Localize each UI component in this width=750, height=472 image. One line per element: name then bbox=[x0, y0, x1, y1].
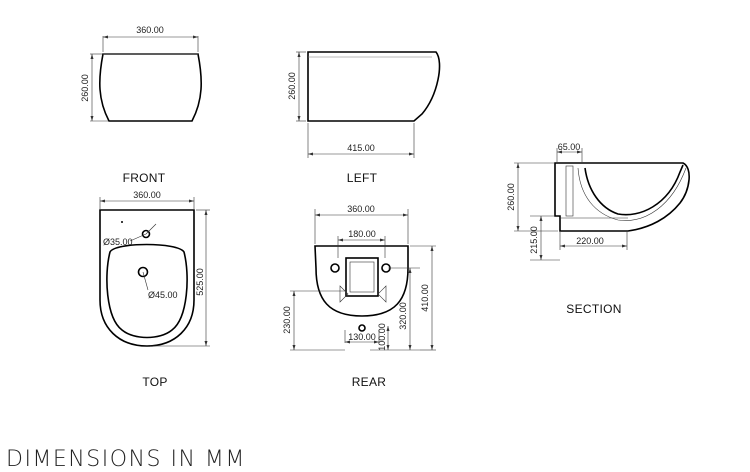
rear-label: REAR bbox=[352, 375, 387, 389]
section-top-dim: 65.00 bbox=[558, 142, 581, 152]
section-height-dim: 260.00 bbox=[506, 183, 516, 211]
rear-width-dim: 360.00 bbox=[347, 204, 375, 214]
rear-h230-dim: 230.00 bbox=[282, 306, 292, 334]
drain-hole bbox=[137, 266, 149, 278]
section-outline bbox=[554, 162, 690, 232]
top-length-dim: 525.00 bbox=[195, 268, 205, 296]
top-width-dim: 360.00 bbox=[133, 190, 161, 200]
front-view: 360.00 260.00 FRONT bbox=[80, 25, 202, 185]
top-outline bbox=[99, 209, 195, 347]
tap-hole bbox=[141, 229, 151, 239]
left-outline bbox=[307, 51, 441, 122]
rear-h100-dim: 100.00 bbox=[377, 323, 387, 351]
top-view: Ø35.00 Ø45.00 360.00 525.00 TOP bbox=[99, 190, 210, 389]
section-lower-dim: 215.00 bbox=[529, 226, 539, 254]
front-label: FRONT bbox=[123, 171, 166, 185]
rear-h410-dim: 410.00 bbox=[420, 284, 430, 312]
front-outline bbox=[99, 53, 202, 122]
section-bowl bbox=[584, 164, 684, 216]
section-label: SECTION bbox=[566, 302, 621, 316]
left-width-dim: 415.00 bbox=[347, 143, 375, 153]
top-label: TOP bbox=[142, 375, 167, 389]
rear-view: 360.00 180.00 130.00 230.00 320.00 bbox=[282, 204, 436, 389]
top-bowl-rim bbox=[106, 243, 188, 339]
dimensions-footer: DIMENSIONS IN MM bbox=[6, 447, 246, 472]
section-view: 65.00 260.00 215.00 220.00 SECTION bbox=[506, 142, 690, 316]
left-label: LEFT bbox=[347, 171, 378, 185]
rear-inner-dim: 130.00 bbox=[348, 332, 376, 342]
front-height-dim: 260.00 bbox=[80, 74, 90, 102]
rear-outline bbox=[314, 245, 409, 317]
tap-hole-dim: Ø35.00 bbox=[103, 237, 133, 247]
rear-bracket bbox=[345, 257, 379, 297]
drain-hole-dim: Ø45.00 bbox=[148, 290, 178, 300]
left-view: 260.00 415.00 LEFT bbox=[287, 51, 441, 185]
section-base-dim: 220.00 bbox=[576, 236, 604, 246]
rear-fixing-left bbox=[330, 263, 340, 273]
rear-h320-dim: 320.00 bbox=[398, 302, 408, 330]
rear-bracket-dim: 180.00 bbox=[348, 229, 376, 239]
rear-waste-outlet bbox=[358, 324, 366, 332]
left-height-dim: 260.00 bbox=[287, 72, 297, 100]
front-width-dim: 360.00 bbox=[136, 25, 164, 35]
